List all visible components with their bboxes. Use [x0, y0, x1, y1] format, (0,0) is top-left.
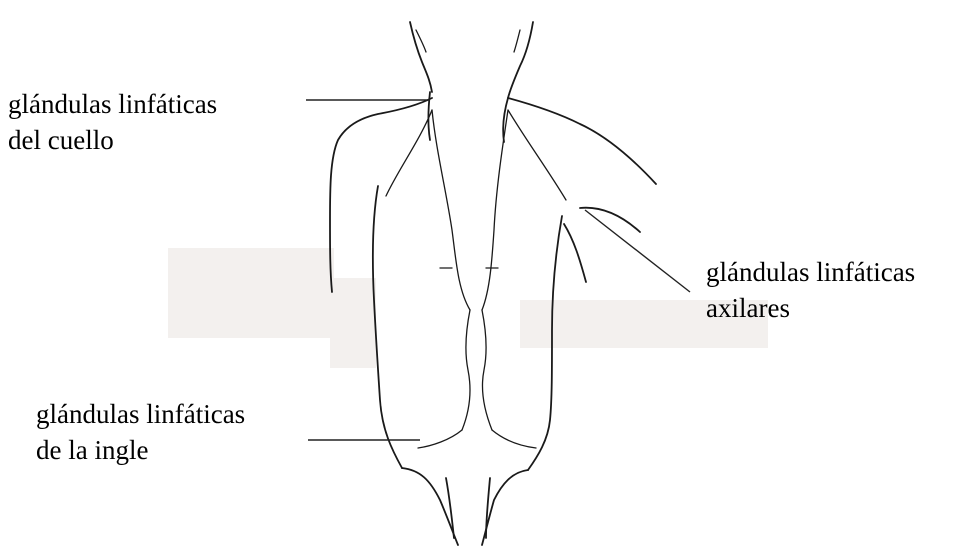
label-neck-line1: glándulas linfáticas: [8, 86, 217, 122]
label-axillary-line1: glándulas linfáticas: [706, 254, 915, 290]
watermark-band: [168, 248, 768, 368]
label-groin-line1: glándulas linfáticas: [36, 396, 245, 432]
axillary-leader-line: [585, 210, 690, 292]
label-neck-line2: del cuello: [8, 122, 217, 158]
label-axillary-line2: axilares: [706, 290, 915, 326]
label-neck-lymph-glands: glándulas linfáticas del cuello: [8, 86, 217, 158]
lower-body-outline: [402, 468, 528, 545]
lymph-vessels: [386, 110, 566, 448]
torso-outline: [330, 98, 656, 470]
neck-outline: [410, 22, 533, 142]
label-groin-line2: de la ingle: [36, 432, 245, 468]
label-groin-lymph-glands: glándulas linfáticas de la ingle: [36, 396, 245, 468]
label-axillary-lymph-glands: glándulas linfáticas axilares: [706, 254, 915, 326]
leader-lines: [306, 100, 690, 440]
